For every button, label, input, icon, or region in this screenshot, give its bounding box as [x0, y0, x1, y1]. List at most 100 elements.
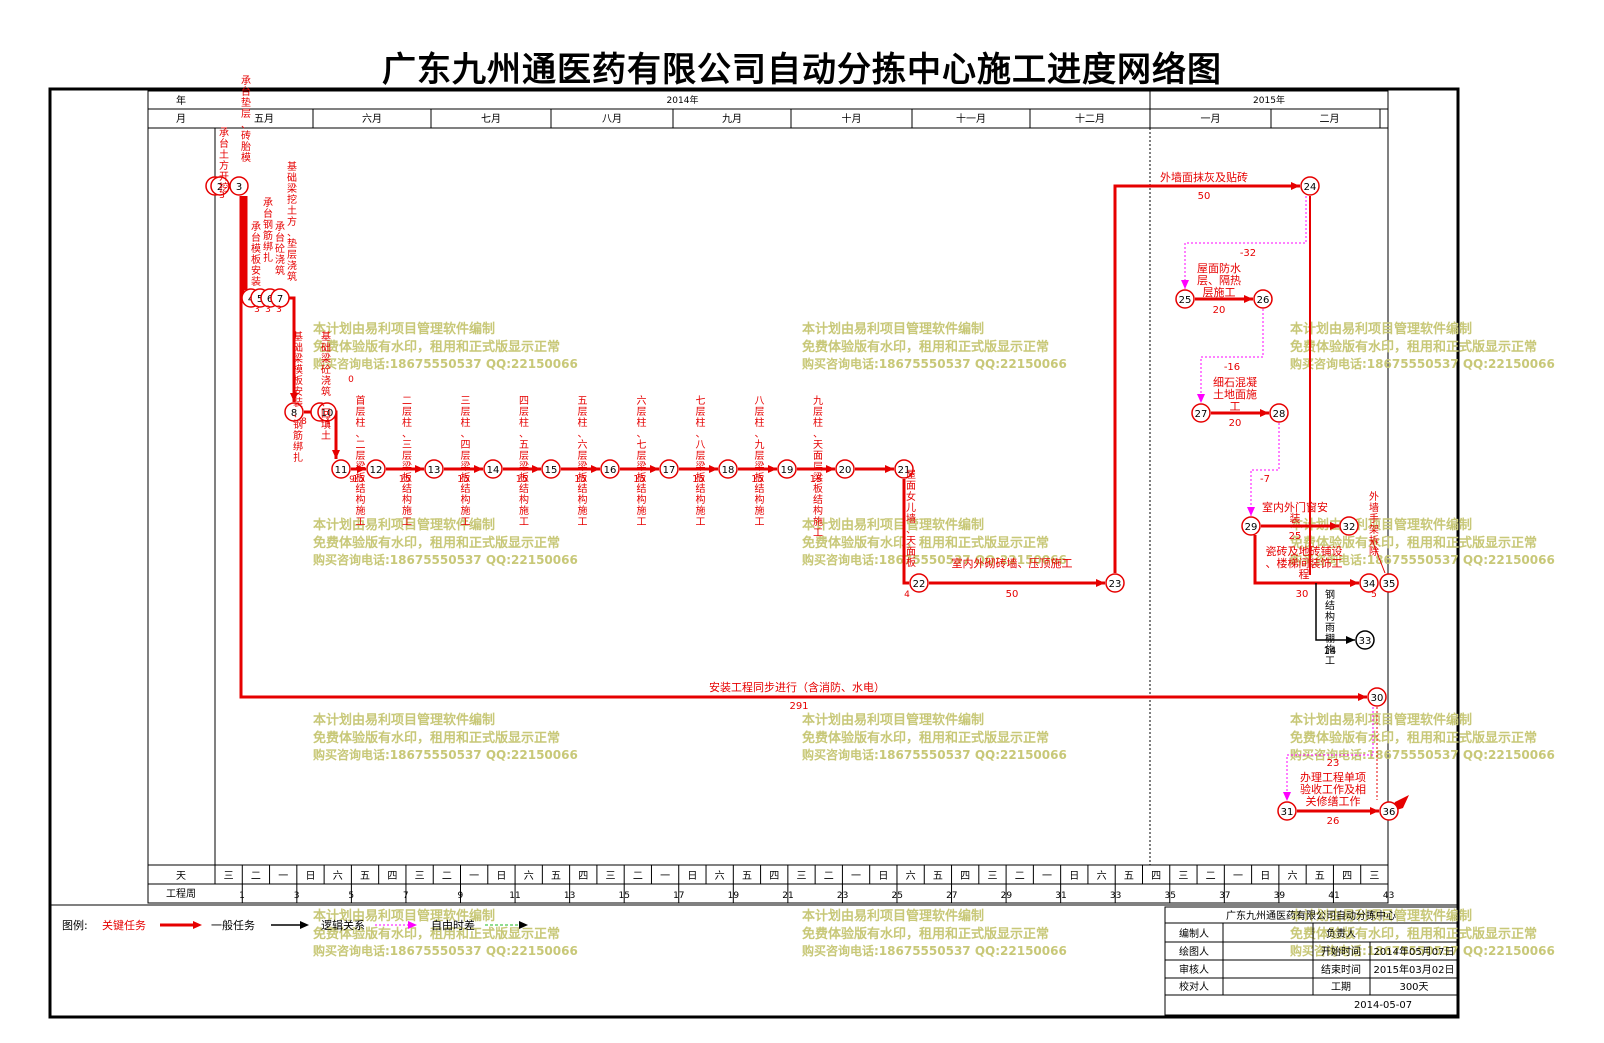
event-node-label: 14	[487, 465, 500, 476]
task-duration: 3	[276, 305, 282, 315]
task-duration: 8	[301, 417, 307, 427]
task-duration: 14	[1324, 646, 1337, 657]
event-node	[270, 288, 290, 308]
year-row-label: 年	[176, 94, 186, 107]
event-node-label: 20	[839, 465, 852, 476]
event-node-label: 18	[722, 465, 735, 476]
day-label: 日	[878, 871, 888, 882]
titleblock-date: 2014-05-07	[1354, 1000, 1412, 1011]
week-label: 29	[1001, 891, 1013, 901]
task-duration: 15	[810, 474, 823, 485]
year-label: 2015年	[1253, 94, 1285, 106]
task-name: 基础梁模板安装、钢筋绑扎	[293, 330, 303, 464]
watermark-text: 免费体验版有水印，租用和正式版显示正常	[802, 535, 1049, 551]
week-label: 25	[891, 891, 902, 901]
arrow-head	[332, 450, 340, 459]
critical-task-line	[1113, 184, 1300, 573]
task-name: 室内外门窗安	[1262, 500, 1328, 514]
critical-task-line	[239, 196, 1367, 699]
day-label: 三	[797, 871, 807, 882]
day-label: 六	[333, 870, 343, 882]
watermark-text: 本计划由易利项目管理软件编制	[802, 517, 984, 533]
event-node-label: 33	[1359, 636, 1372, 647]
task-duration: 3	[265, 305, 271, 315]
month-label: 九月	[722, 113, 742, 125]
task-name: 装	[1290, 512, 1301, 525]
watermark-text: 购买咨询电话:18675550537 QQ:22150066	[1290, 943, 1555, 958]
week-label: 19	[728, 891, 740, 901]
free-float-label: -7	[1260, 474, 1270, 485]
day-label: 四	[1151, 871, 1161, 882]
day-label: 三	[415, 871, 425, 882]
week-label: 39	[1274, 891, 1286, 901]
month-label: 十月	[842, 112, 862, 125]
month-label: 七月	[481, 113, 501, 125]
arrow-head	[709, 465, 718, 473]
task-name: 瓷砖及地砖铺设	[1266, 544, 1343, 558]
logic-relation-line	[1250, 423, 1280, 516]
task-name: 承台钢筋绑扎	[263, 197, 273, 264]
normal-task-line	[1315, 583, 1355, 641]
watermark-text: 购买咨询电话:18675550537 QQ:22150066	[802, 943, 1067, 958]
day-label: 一	[1042, 871, 1052, 882]
arrow-head	[1350, 579, 1359, 587]
week-label: 1	[239, 891, 245, 901]
month-label: 二月	[1320, 113, 1340, 125]
task-duration: 0	[348, 375, 354, 385]
task-name: 层、隔热	[1197, 274, 1241, 287]
task-duration: 30	[1296, 589, 1309, 600]
event-node-label: 17	[663, 465, 676, 476]
critical-task-line	[288, 296, 296, 402]
task-duration: 15	[352, 474, 365, 485]
event-node	[1359, 573, 1379, 593]
day-label: 日	[496, 871, 506, 882]
event-node-label: 19	[781, 465, 794, 476]
watermark-text: 购买咨询电话:18675550537 QQ:22150066	[1290, 747, 1555, 762]
task-duration: 50	[1006, 589, 1019, 600]
task-duration: 50	[1198, 191, 1211, 202]
day-label: 一	[278, 871, 288, 882]
day-label: 四	[1342, 871, 1352, 882]
watermark-text: 免费体验版有水印，租用和正式版显示正常	[802, 730, 1049, 746]
day-label: 五	[360, 871, 370, 882]
logic-relation-line	[1200, 309, 1264, 403]
day-label: 四	[387, 871, 397, 882]
watermark-text: 本计划由易利项目管理软件编制	[802, 712, 984, 728]
task-name: 承台垫层、砖胎模	[241, 75, 251, 164]
day-label: 四	[769, 871, 779, 882]
watermark-text: 免费体验版有水印，租用和正式版显示正常	[313, 926, 560, 942]
event-node-label: 35	[1383, 579, 1396, 590]
week-label: 13	[564, 891, 575, 901]
week-row-label: 工程周	[166, 888, 196, 900]
task-duration: 3	[219, 191, 225, 201]
event-node-label: 34	[1363, 579, 1376, 590]
titleblock-drawer-label: 绘图人	[1179, 945, 1209, 958]
task-duration: 15	[399, 474, 412, 485]
day-label: 三	[987, 871, 997, 882]
event-node-label: 16	[604, 465, 617, 476]
month-label: 十二月	[1075, 112, 1105, 125]
arrow-head	[1260, 409, 1269, 417]
watermark-text: 购买咨询电话:18675550537 QQ:22150066	[802, 356, 1067, 371]
titleblock-start-label: 开始时间	[1321, 945, 1361, 958]
titleblock-end-value: 2015年03月02日	[1374, 963, 1455, 976]
event-node-label: 23	[1109, 579, 1122, 590]
task-name: 基础梁挖土方、垫层浇筑	[287, 160, 297, 283]
day-label: 五	[742, 871, 752, 882]
day-label: 四	[960, 871, 970, 882]
task-name: 基础梁砼浇筑、回填土	[321, 330, 331, 442]
arrow-head	[474, 465, 483, 473]
arrow-head	[1358, 693, 1367, 701]
watermark-text: 免费体验版有水印，租用和正式版显示正常	[1290, 730, 1537, 746]
day-label: 二	[824, 871, 834, 882]
watermark-text: 本计划由易利项目管理软件编制	[802, 321, 984, 337]
week-label: 5	[348, 891, 354, 901]
legend-normal-label: 一般任务	[211, 919, 255, 932]
legend-arrow	[193, 921, 202, 929]
watermark-text: 免费体验版有水印，租用和正式版显示正常	[1290, 926, 1537, 942]
task-name: 、楼梯间装饰工	[1266, 556, 1343, 570]
event-node	[424, 459, 444, 479]
event-node-label: 5	[257, 294, 263, 305]
day-label: 六	[1097, 870, 1107, 882]
week-label: 17	[673, 891, 684, 901]
